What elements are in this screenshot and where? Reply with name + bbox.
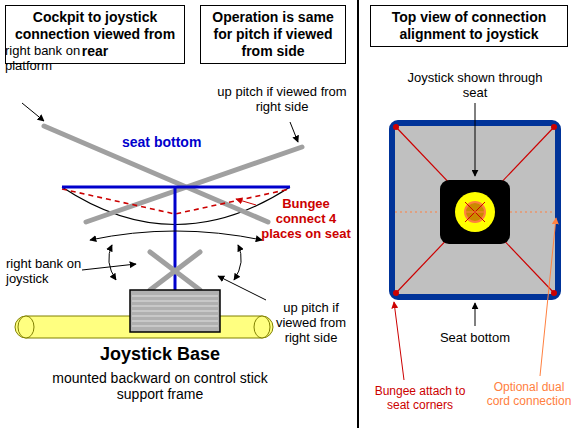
joystick-stick [150, 252, 200, 290]
joystick-opening [440, 180, 510, 244]
header-text: Top view of connection alignment to joys… [377, 9, 561, 43]
leader-arrow [475, 103, 476, 176]
base-stripe [132, 306, 218, 307]
joystick-base [130, 290, 220, 332]
joystick-shaft [465, 202, 485, 222]
leader-arrow [475, 303, 476, 326]
bungee-line [465, 202, 485, 222]
platform-stick [44, 126, 268, 222]
leader-arrow [290, 122, 298, 142]
base-stripe [132, 296, 218, 297]
panel-divider [357, 0, 359, 428]
motion-arc [109, 245, 116, 280]
corner-dot [393, 124, 399, 130]
leader-arrow [236, 199, 256, 205]
base-stripes [132, 296, 218, 326]
frame-end [18, 316, 34, 338]
base-stripe [132, 326, 218, 327]
part-label: Joystick shown through seat [405, 70, 545, 100]
leader-arrow [394, 302, 404, 380]
base-stripe [132, 321, 218, 322]
cord-label: Optional dual cord connection [486, 380, 572, 408]
leader-arrow [218, 276, 266, 300]
corner-dot [551, 290, 557, 296]
leader-arrow [22, 103, 44, 121]
motion-label: right bank on platform [5, 43, 95, 73]
part-title: Joystick Base [40, 344, 280, 364]
part-note: mounted backward on control stick suppor… [40, 370, 280, 402]
leader-arrow [82, 264, 136, 270]
base-stripe [132, 316, 218, 317]
motion-arc [234, 245, 241, 280]
base-stripe [132, 311, 218, 312]
corner-dot [393, 290, 399, 296]
dual-cord-line [465, 212, 485, 213]
joystick-stick [150, 252, 200, 290]
base-stripe [132, 301, 218, 302]
bungee-label: Bungee connect 4 places on seat [258, 196, 354, 241]
bungee-label: Bungee attach to seat corners [364, 384, 476, 412]
dual-cord-line [395, 211, 555, 212]
header-box: Top view of connection alignment to joys… [370, 5, 568, 47]
part-label: Seat bottom [420, 330, 530, 345]
leader-arrow [540, 218, 556, 376]
header-text: Operation is same for pitch if viewed fr… [207, 9, 339, 60]
corner-dot [551, 124, 557, 130]
motion-label: right bank on joystick [6, 256, 86, 286]
bungee-line [465, 202, 485, 222]
part-label: seat bottom [122, 134, 232, 150]
motion-arc [90, 231, 262, 240]
motion-label: up pitch if viewed from right side [212, 84, 352, 114]
frame-end [254, 316, 270, 338]
platform-stick [86, 147, 302, 222]
header-box: Operation is same for pitch if viewed fr… [200, 5, 346, 64]
joystick-top [455, 192, 495, 232]
motion-label: up pitch if viewed from right side [268, 300, 354, 345]
